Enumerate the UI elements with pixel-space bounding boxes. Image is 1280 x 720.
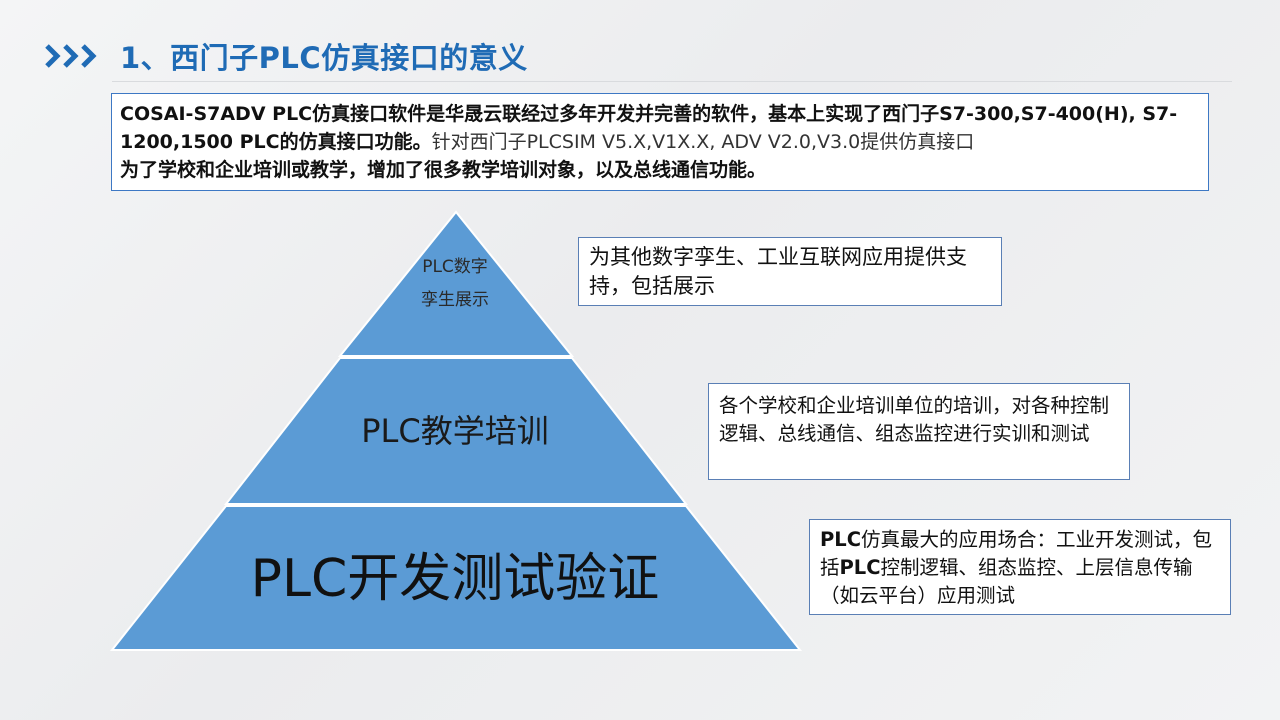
intro-text-box: COSAI-S7ADV PLC仿真接口软件是华晟云联经过多年开发并完善的软件，基… [111, 93, 1209, 191]
annotation-text-digital-twin: 为其他数字孪生、工业互联网应用提供支持，包括展示 [589, 245, 967, 298]
slide-header: 1、西门子PLC仿真接口的意义 [44, 30, 528, 82]
intro-text-training: 为了学校和企业培训或教学，增加了很多教学培训对象，以及总线通信功能。 [120, 159, 767, 181]
pyramid-label-top-line1: PLC数字 [422, 257, 488, 277]
pyramid-label-top-line2: 孪生展示 [421, 290, 489, 310]
annotation-box-dev-testing: PLC仿真最大的应用场合：工业开发测试，包括PLC控制逻辑、组态监控、上层信息传… [809, 519, 1231, 615]
annotation-box-training: 各个学校和企业培训单位的培训，对各种控制逻辑、总线通信、组态监控进行实训和测试 [708, 383, 1130, 480]
pyramid-label-bottom: PLC开发测试验证 [251, 549, 660, 609]
annotation-text-training: 各个学校和企业培训单位的培训，对各种控制逻辑、总线通信、组态监控进行实训和测试 [719, 394, 1110, 445]
annotation-bold-plc-a: PLC [820, 528, 862, 551]
pyramid-label-middle: PLC教学培训 [361, 412, 548, 450]
annotation-box-digital-twin: 为其他数字孪生、工业互联网应用提供支持，包括展示 [578, 237, 1002, 306]
annotation-text-dev-testing-a: 仿真最大的应用场合：工业开发测试，包括 [820, 528, 1213, 579]
annotation-text-dev-testing-b: 控制逻辑、组态监控、上层信息传输（如云平台）应用测试 [820, 556, 1193, 607]
page-title: 1、西门子PLC仿真接口的意义 [120, 41, 528, 75]
pyramid-level-middle [223, 357, 689, 505]
annotation-bold-plc-b: PLC [839, 556, 881, 579]
intro-text-simulator-versions: 针对西门子PLCSIM V5.X,V1X.X, ADV V2.0,V3.0提供仿… [431, 131, 975, 153]
header-divider [112, 81, 1232, 82]
triple-chevron-right-icon [44, 43, 106, 69]
pyramid-level-top [337, 210, 575, 357]
pyramid-level-bottom [109, 505, 803, 651]
intro-text-bold: COSAI-S7ADV PLC仿真接口软件是华晟云联经过多年开发并完善的软件，基… [120, 103, 1178, 153]
